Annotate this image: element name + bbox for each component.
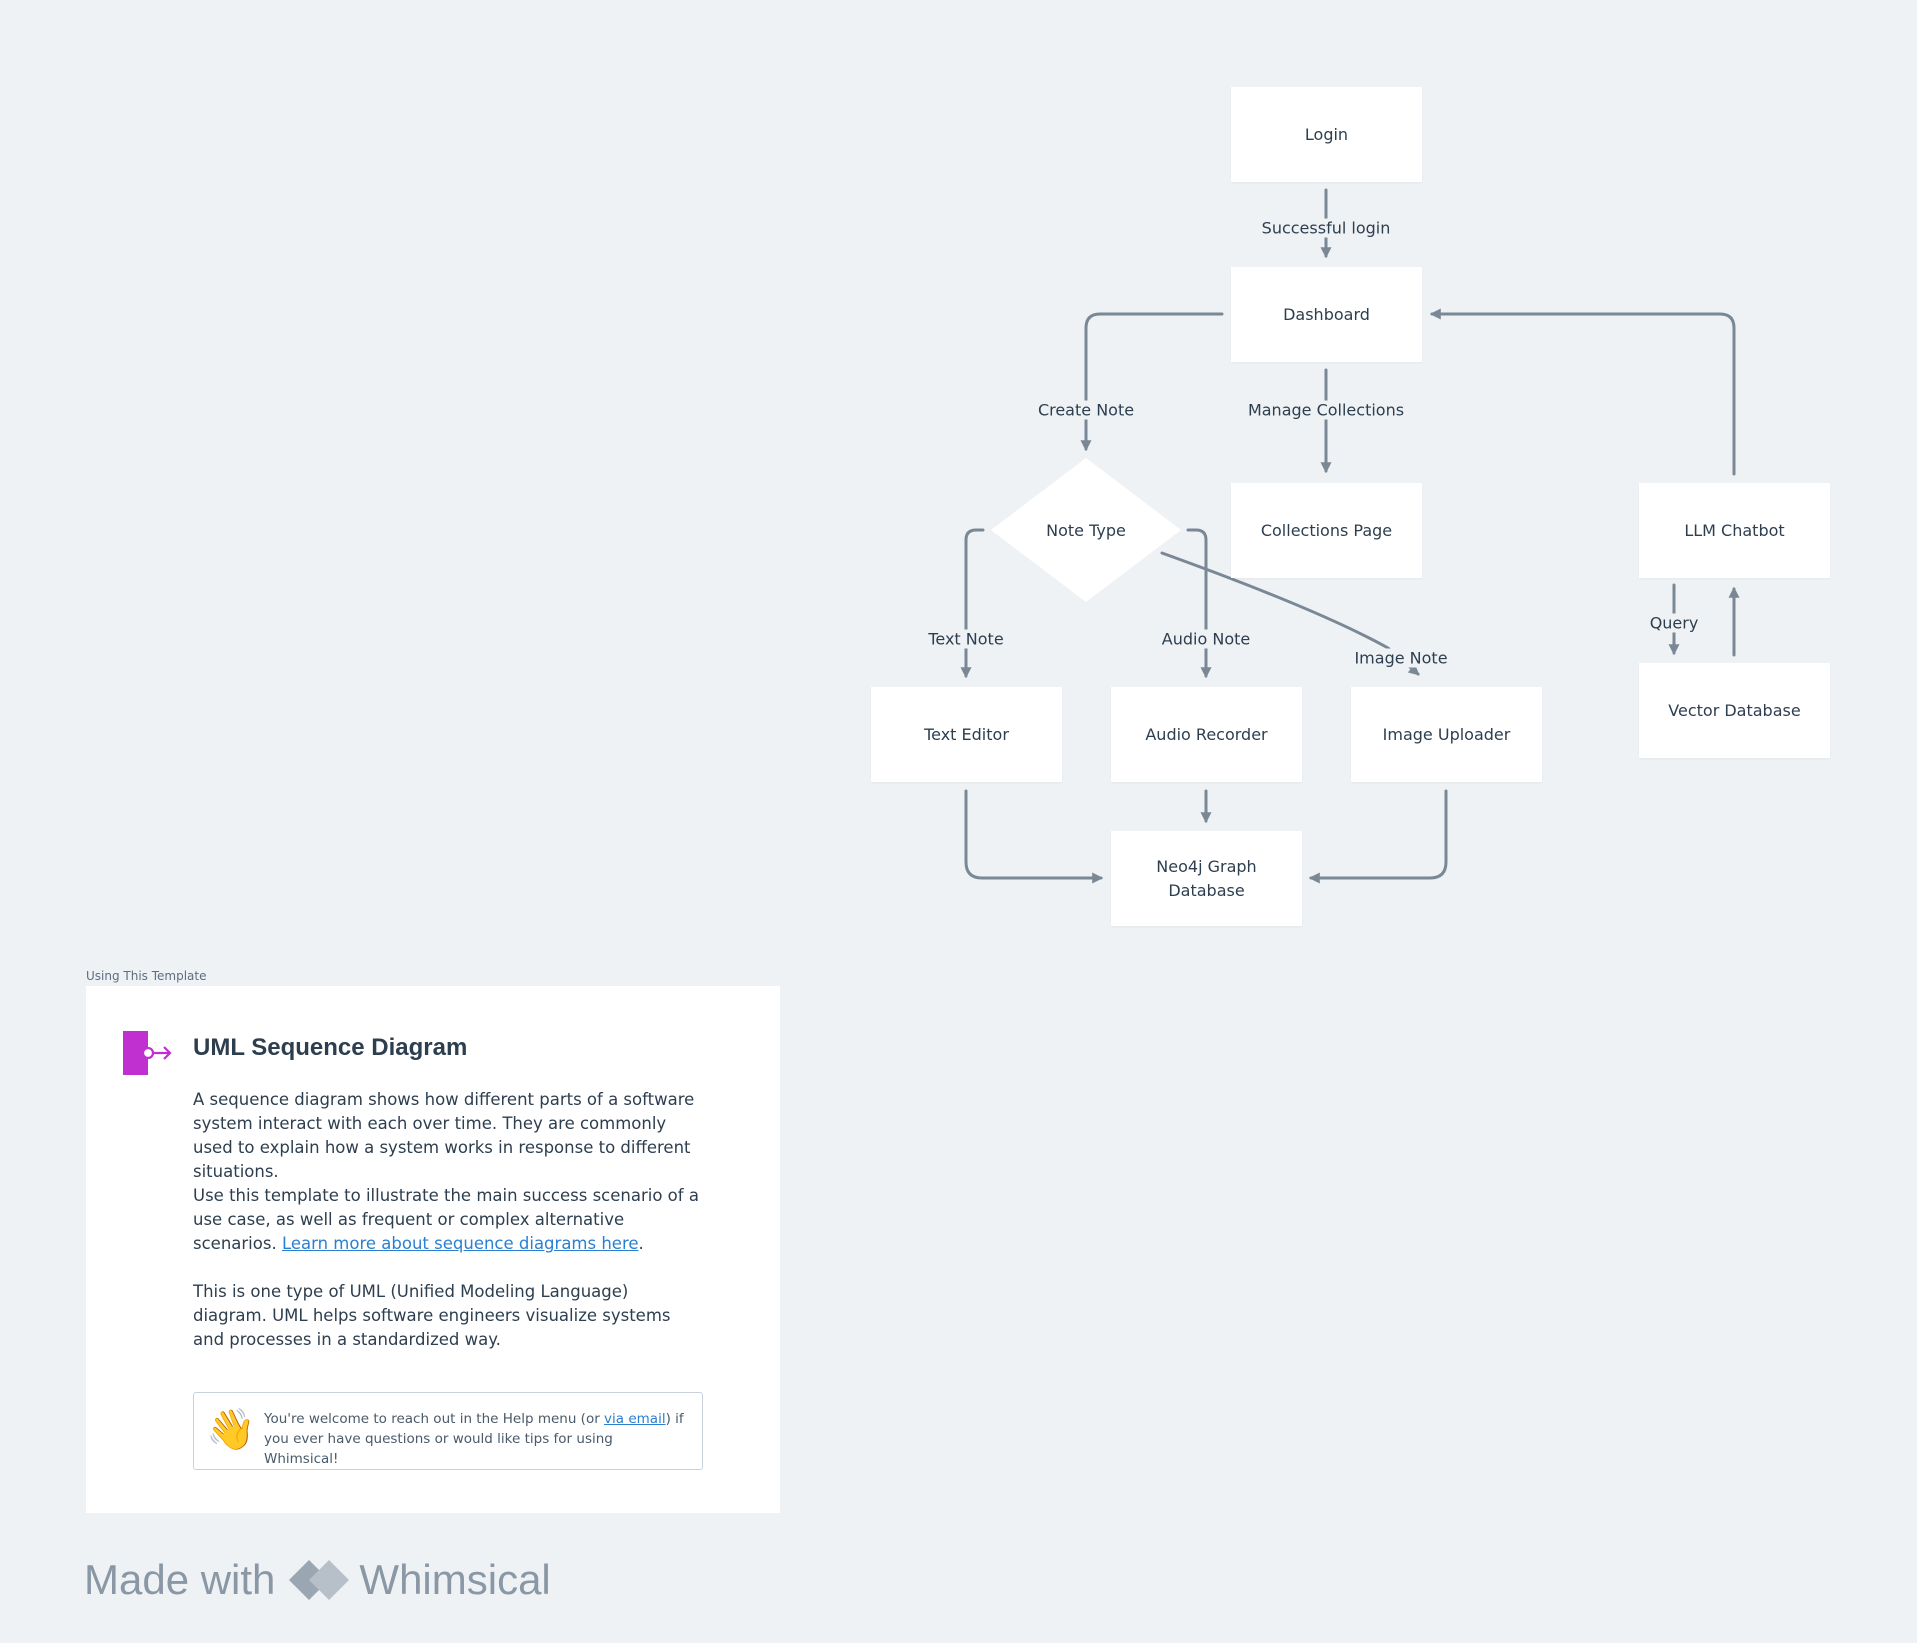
brand-label: Whimsical (359, 1556, 551, 1603)
made-with-whimsical-badge[interactable]: Made with Whimsical (84, 1553, 551, 1607)
paragraph-uml: This is one type of UML (Unified Modelin… (193, 1282, 671, 1349)
made-with-label: Made with (84, 1556, 276, 1603)
learn-more-link[interactable]: Learn more about sequence diagrams here (281, 1234, 639, 1253)
sequence-diagram-icon (123, 1031, 172, 1075)
node-dashboard[interactable]: Dashboard (1231, 267, 1422, 362)
frame-label: Using This Template (86, 969, 207, 983)
card-title: UML Sequence Diagram (193, 1034, 468, 1061)
edge-label-manage-collections: Manage Collections (1242, 400, 1410, 420)
node-llm-chatbot[interactable]: LLM Chatbot (1639, 483, 1830, 578)
whimsical-logo-icon (289, 1560, 350, 1600)
edge-label-text-note: Text Note (923, 629, 1009, 649)
node-note-type[interactable]: Note Type (991, 458, 1181, 602)
node-collections-page[interactable]: Collections Page (1231, 483, 1422, 578)
edge-texteditor-neo4j (964, 789, 1104, 884)
edge-label-query: Query (1644, 613, 1704, 633)
email-link[interactable]: via email (604, 1411, 666, 1427)
node-vector-database[interactable]: Vector Database (1639, 663, 1830, 758)
edge-notetype-texteditor (960, 528, 985, 679)
edge-label-audio-note: Audio Note (1156, 629, 1256, 649)
help-text: You're welcome to reach out in the Help … (264, 1411, 684, 1467)
decision-diamond (991, 458, 1181, 602)
node-neo4j-database[interactable]: Neo4j Graph Database (1111, 831, 1302, 926)
edge-chatbot-dashboard (1429, 308, 1736, 476)
edge-label-image-note: Image Note (1349, 648, 1453, 668)
edge-notetype-audio (1186, 528, 1212, 679)
node-audio-recorder[interactable]: Audio Recorder (1111, 687, 1302, 782)
edge-image-neo4j (1308, 789, 1448, 884)
waving-hand-icon: 👋 (206, 1407, 256, 1453)
edge-label-create-note: Create Note (1032, 400, 1140, 420)
edge-label-successful-login: Successful login (1256, 218, 1396, 238)
help-callout: 👋 You're welcome to reach out in the Hel… (193, 1392, 703, 1470)
node-image-uploader[interactable]: Image Uploader (1351, 687, 1542, 782)
node-text-editor[interactable]: Text Editor (871, 687, 1062, 782)
edge-notetype-image (1160, 551, 1420, 676)
paragraph-intro: A sequence diagram shows how different p… (193, 1090, 695, 1181)
template-info-card: UML Sequence Diagram A sequence diagram … (86, 986, 780, 1513)
node-login[interactable]: Login (1231, 87, 1422, 182)
paragraph-usage: Use this template to illustrate the main… (193, 1186, 699, 1253)
edge-dashboard-notetype (1080, 312, 1224, 452)
